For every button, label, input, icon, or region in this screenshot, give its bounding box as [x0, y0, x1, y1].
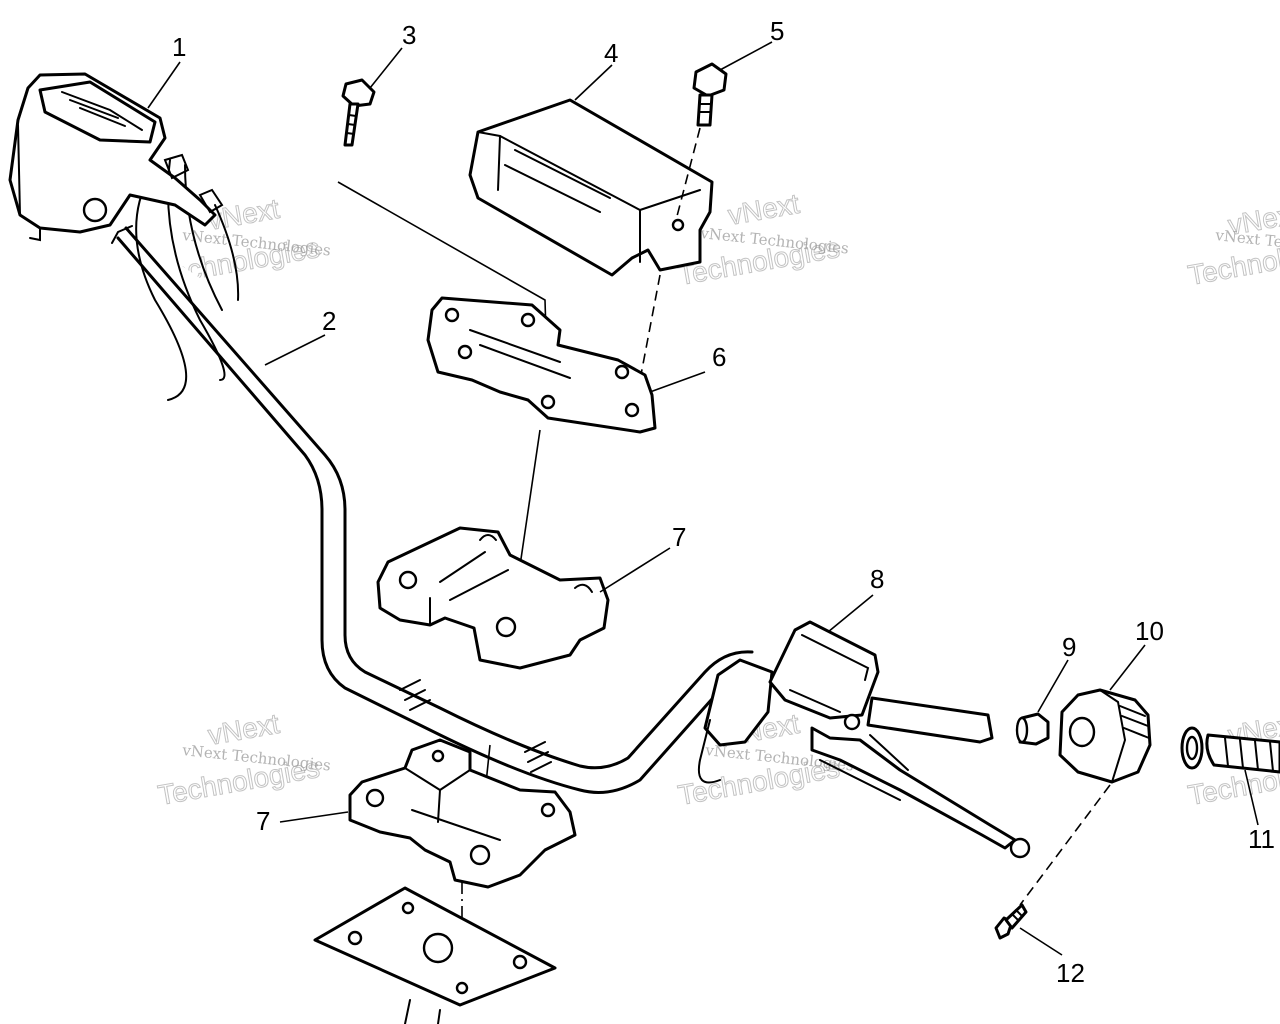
callout-10: 10: [1135, 616, 1164, 646]
callout-3: 3: [402, 20, 416, 50]
end-plug: [1015, 712, 1050, 746]
watermark-word: vNext: [726, 188, 802, 231]
callout-7-lower: 7: [256, 806, 270, 836]
callout-8: 8: [870, 564, 884, 594]
mounting-plate: [426, 296, 657, 434]
callout-9: 9: [1062, 632, 1076, 662]
lower-clamp: [348, 738, 577, 889]
callout-5: 5: [770, 16, 784, 46]
callout-12: 12: [1056, 958, 1085, 988]
left-switch-housing: [8, 72, 224, 242]
master-cylinder: [698, 620, 1031, 859]
callout-1: 1: [172, 32, 186, 62]
bolt-3: [341, 78, 376, 147]
upper-clamp: [376, 526, 610, 670]
callout-numbers: 1 2 3 4 5 6 7 7 8 9 10 11 12: [172, 16, 1275, 988]
callout-2: 2: [322, 306, 336, 336]
callout-leaders: [147, 41, 1259, 956]
mount-hole: [82, 197, 108, 223]
callout-6: 6: [712, 342, 726, 372]
callout-7-upper: 7: [672, 522, 686, 552]
screw-12: [994, 903, 1028, 940]
grip: [1180, 726, 1280, 774]
handlebar-cover: [468, 98, 714, 277]
bolt-5: [692, 62, 728, 127]
base-mount-plate: [313, 886, 557, 1024]
throttle-housing: [1058, 688, 1152, 784]
callout-4: 4: [604, 38, 618, 68]
callout-11: 11: [1248, 824, 1275, 854]
